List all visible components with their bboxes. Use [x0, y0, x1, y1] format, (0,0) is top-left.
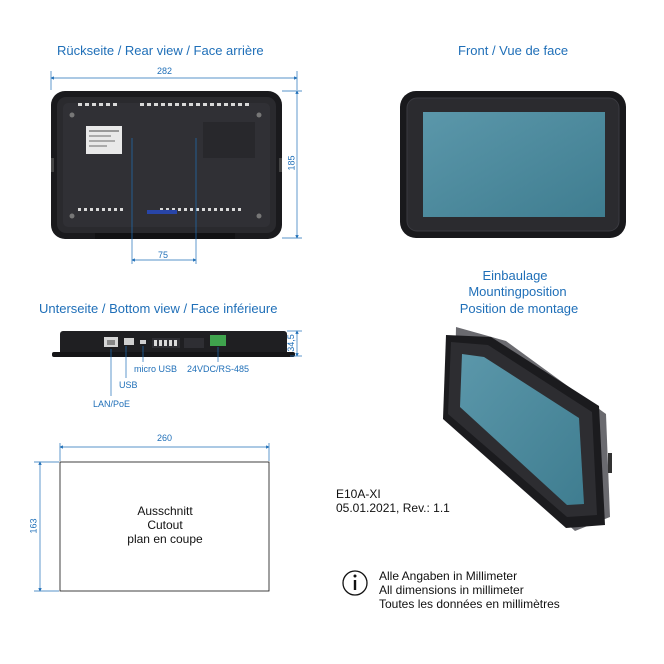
cutout-height-label: 163: [28, 518, 39, 534]
cutout-width-label: 260: [157, 433, 173, 443]
bottom-view-title: Unterseite / Bottom view / Face inférieu…: [39, 301, 278, 316]
model-name: E10A-XI: [336, 487, 381, 501]
front-screen: [423, 112, 605, 217]
mounting-view-device: [443, 327, 612, 531]
front-view-device: [400, 91, 626, 238]
rear-width-label: 282: [157, 66, 173, 76]
product-info: E10A-XI 05.01.2021, Rev.: 1.1: [336, 487, 450, 515]
units-note-en: All dimensions in millimeter: [379, 583, 524, 597]
cutout-dimension-lines: [34, 443, 270, 592]
power-connector: [210, 335, 226, 346]
micro-usb-label: micro USB: [134, 364, 178, 374]
usb-label: USB: [119, 380, 138, 390]
front-view-title: Front / Vue de face: [458, 43, 569, 58]
rear-view-title: Rückseite / Rear view / Face arrière: [57, 43, 264, 58]
cutout-label-de: Ausschnitt: [137, 504, 193, 518]
revision-date: 05.01.2021, Rev.: 1.1: [336, 501, 450, 515]
cutout-label-en: Cutout: [147, 518, 183, 532]
units-note: Alle Angaben in Millimeter All dimension…: [379, 569, 560, 611]
mounting-screen: [460, 354, 584, 505]
bottom-dimension-lines: [110, 330, 302, 396]
bottom-view-device: [52, 331, 295, 357]
rear-view-device: [51, 91, 282, 239]
power-rs485-label: 24VDC/RS-485: [187, 364, 250, 374]
cutout-drawing: [59, 461, 270, 592]
lan-poe-label: LAN/PoE: [93, 399, 131, 409]
bottom-depth-label: 34,5: [285, 334, 296, 352]
rear-offset-label: 75: [158, 250, 169, 260]
mounting-title-en: Mountingposition: [468, 284, 567, 299]
cutout-label-fr: plan en coupe: [127, 532, 203, 546]
rear-height-label: 185: [286, 155, 297, 171]
units-note-fr: Toutes les données en millimètres: [379, 597, 560, 611]
cutout-label: Ausschnitt Cutout plan en coupe: [100, 504, 230, 546]
rear-dimension-lines: [50, 71, 302, 264]
mounting-title-de: Einbaulage: [482, 268, 548, 283]
info-icon: [342, 570, 368, 596]
mounting-title-fr: Position de montage: [459, 301, 579, 316]
units-note-de: Alle Angaben in Millimeter: [379, 569, 518, 583]
